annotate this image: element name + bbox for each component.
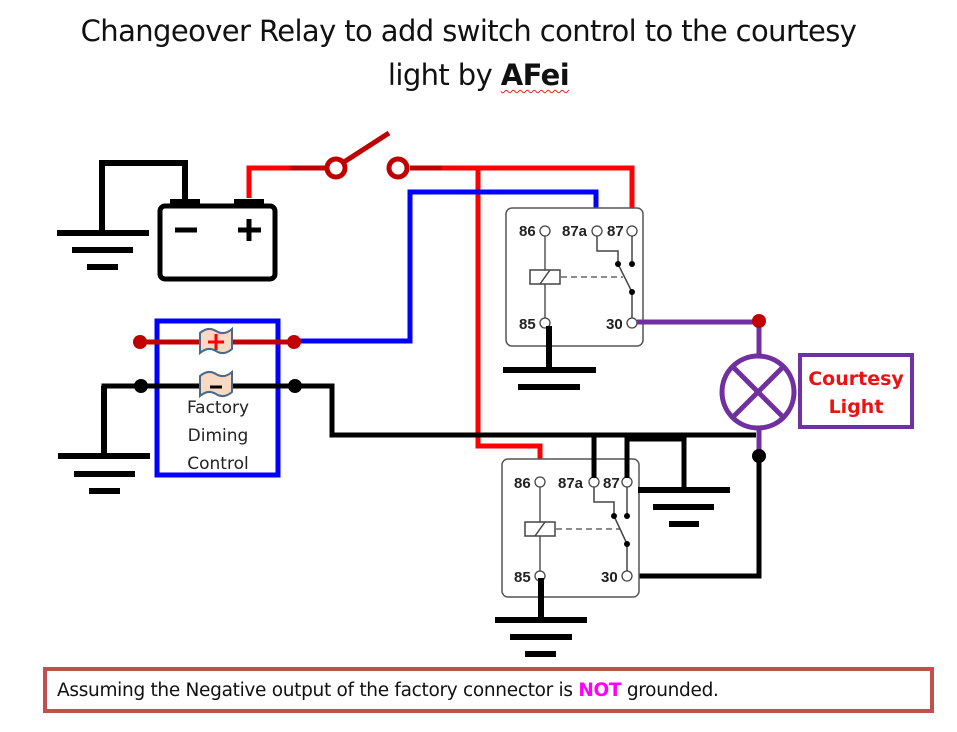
note-suffix: grounded. [621,680,719,701]
battery-icon [157,199,278,282]
relay-top-pin-30: 30 [606,316,623,333]
relay-top-pin-87: 87 [607,223,624,240]
factory-ground [58,386,150,494]
courtesy-light-label: Courtesy Light [798,353,914,429]
factory-control-label: Factory Diming Control [160,394,276,478]
factory-label-line3: Control [187,454,249,474]
lamp-icon [719,353,797,431]
note-prefix: Assuming the Negative output of the fact… [57,680,579,701]
courtesy-label-line1: Courtesy [808,368,904,390]
battery-ground [57,160,188,270]
factory-control-box [154,318,281,478]
note-highlight: NOT [578,680,622,701]
relay-top-pin-85: 85 [519,316,536,333]
title-prefix: light by [387,58,501,92]
relay-bottom-pin-86: 86 [514,475,531,492]
negative-flag-icon [199,369,233,399]
control-wire [296,189,599,344]
positive-flag-icon [199,326,233,356]
factory-label-line2: Diming [187,426,249,446]
assumption-note: Assuming the Negative output of the fact… [43,667,934,713]
relay-bottom-wires [591,435,687,490]
lamp-wire [636,314,766,579]
relay-top-pin-87a: 87a [562,223,588,240]
relay-bottom-ground [495,578,587,657]
diagram-title-line2: light by AFei [0,58,957,92]
relay-bottom-pin-87: 87 [603,475,620,492]
author-name: AFei [500,58,570,92]
relay-bottom: 86 87a 87 85 30 [501,458,640,598]
relay-top: 86 87a 87 85 30 [505,207,644,347]
courtesy-label-line2: Light [828,396,884,418]
relay-top-pin-86: 86 [519,223,536,240]
relay-bottom-pin-87a: 87a [558,475,584,492]
diagram-title-line1: Changeover Relay to add switch control t… [80,14,857,48]
relay-bottom-87-ground [638,487,730,527]
relay-bottom-pin-85: 85 [514,569,531,586]
factory-label-line1: Factory [186,398,250,418]
relay-bottom-pin-30: 30 [601,569,618,586]
switch-icon[interactable] [324,130,410,180]
relay-top-ground [503,326,596,390]
